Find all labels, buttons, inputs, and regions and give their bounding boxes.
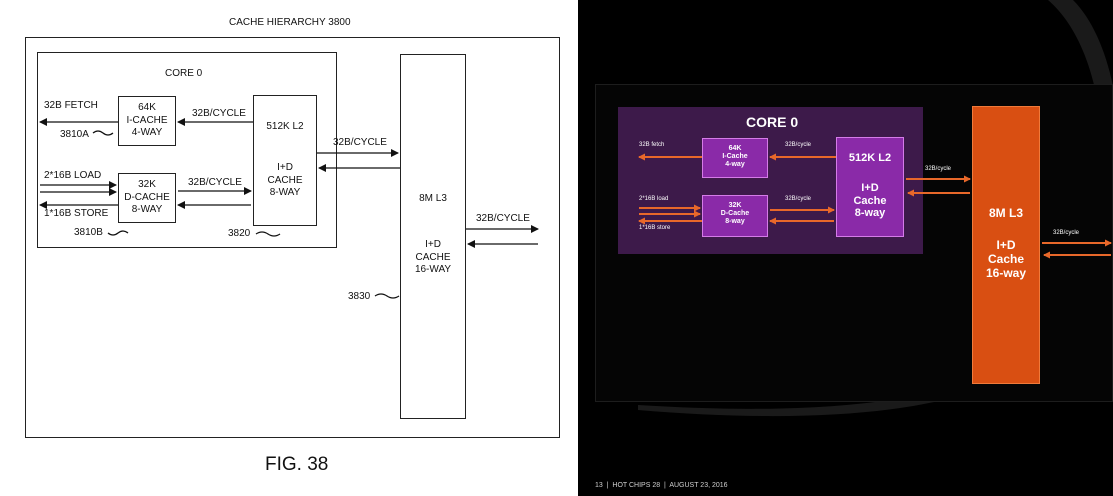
ref-3830: 3830 [348, 291, 371, 302]
l3-line-3: 16-WAY [414, 264, 452, 275]
ref-leader-l2 [255, 231, 281, 237]
dcache-l2-label: 32B/CYCLE [188, 177, 242, 188]
icache-line-2: I-CACHE [126, 114, 168, 126]
slide-icache-l2-label: 32B/cycle [785, 142, 812, 148]
fig-caption: FIG. 38 [265, 454, 329, 475]
slide-l3-line-2: Cache [987, 251, 1025, 266]
l2-line-1: I+D [277, 162, 293, 173]
slide-dcache-line-1: 32K [728, 202, 742, 209]
slide-l2-line-1: I+D [861, 182, 879, 194]
slide-icache-line-2: I-Cache [722, 153, 748, 161]
slide-core-label: CORE 0 [746, 114, 799, 130]
icache-line-3: 4-WAY [131, 127, 163, 138]
ref-leader-l3 [374, 293, 400, 299]
dcache-line-2: D-CACHE [124, 191, 170, 203]
patent-arrows [39, 118, 539, 299]
fetch-label: 32B FETCH [44, 100, 98, 111]
l3-box: 8M L3 I+D CACHE 16-WAY [400, 54, 466, 419]
hotchips-slide: CORE 0 64K I-Cache 4-way 32K D-Cache 8-w… [578, 0, 1113, 496]
slide-icache-line-3: 4-way [725, 161, 745, 169]
dcache-line-3: 8-WAY [131, 204, 163, 215]
ref-3810b: 3810B [74, 227, 103, 238]
slide-l3-out-label: 32B/cycle [1053, 230, 1080, 236]
dcache-box: 32K D-CACHE 8-WAY [118, 173, 176, 223]
icache-l2-label: 32B/CYCLE [192, 108, 246, 119]
ref-leader-icache [92, 130, 114, 136]
slide-l2-line-3: 8-way [854, 207, 886, 220]
slide-l2-line-2: Cache [853, 194, 887, 207]
slide-arrows [638, 153, 1112, 259]
icache-box: 64K I-CACHE 4-WAY [118, 96, 176, 146]
l2-box: 512K L2 I+D CACHE 8-WAY [253, 95, 317, 226]
slide-icache-line-1: 64K [728, 145, 742, 152]
slide-load-label: 2*16B load [639, 196, 669, 202]
slide-l3-box: 8M L3 I+D Cache 16-way [972, 106, 1040, 384]
slide-dcache-line-3: 8-way [725, 218, 745, 226]
slide-dcache-box: 32K D-Cache 8-way [702, 195, 768, 237]
ref-3810a: 3810A [60, 129, 89, 140]
slide-fetch-label: 32B fetch [639, 142, 665, 148]
ref-3820: 3820 [228, 228, 251, 239]
store-label: 1*16B STORE [44, 208, 109, 219]
ref-leader-dcache [107, 230, 129, 236]
l3-out-label: 32B/CYCLE [476, 213, 530, 224]
slide-icache-box: 64K I-Cache 4-way [702, 138, 768, 178]
l2-title: 512K L2 [266, 121, 304, 132]
icache-line-1: 64K [138, 102, 156, 113]
load-label: 2*16B LOAD [44, 170, 102, 181]
slide-footer: 13 | HOT CHIPS 28 | AUGUST 23, 2016 [595, 482, 728, 489]
l3-line-1: I+D [425, 239, 441, 250]
core-frame [37, 52, 337, 248]
patent-figure: CACHE HIERARCHY 3800 CORE 0 64K I-CACHE … [25, 17, 560, 475]
core-label: CORE 0 [165, 68, 203, 79]
l3-line-2: CACHE [415, 251, 451, 263]
slide-l3-title: 8M L3 [988, 206, 1023, 220]
slide-dcache-line-2: D-Cache [720, 210, 750, 218]
l2-line-3: 8-WAY [269, 187, 301, 198]
slide-store-label: 1*16B store [639, 225, 671, 231]
slide-l2-l3-label: 32B/cycle [925, 166, 952, 172]
dcache-line-1: 32K [138, 179, 156, 190]
l2-line-2: CACHE [267, 174, 303, 186]
hierarchy-frame [25, 37, 560, 438]
patent-title: CACHE HIERARCHY 3800 [229, 17, 351, 28]
slide-l3-line-3: 16-way [985, 265, 1027, 280]
l3-title: 8M L3 [419, 193, 447, 204]
slide-l2-box: 512K L2 I+D Cache 8-way [836, 137, 904, 237]
slide-l3-line-1: I+D [996, 238, 1016, 252]
l2-l3-label: 32B/CYCLE [333, 137, 387, 148]
slide-l2-title: 512K L2 [848, 152, 892, 164]
slide-dcache-l2-label: 32B/cycle [785, 196, 812, 202]
